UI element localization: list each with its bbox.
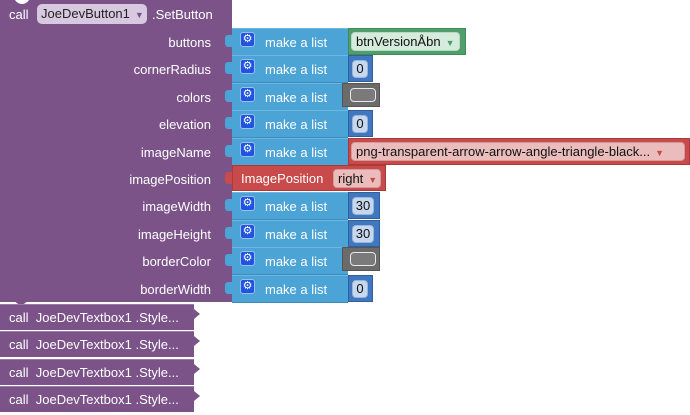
color-swatch[interactable] (350, 252, 376, 266)
component-dropdown[interactable]: btnVersionÅbn ▼ (351, 32, 460, 51)
make-a-list-label: make a list (265, 90, 328, 105)
gear-icon[interactable]: ⚙ (240, 142, 255, 157)
make-a-list-label: make a list (265, 35, 328, 50)
image-position-dropdown[interactable]: right ▼ (333, 169, 381, 188)
socket-connector (225, 117, 233, 129)
collapsed-textbox-style-call[interactable]: call JoeDevTextbox1 .Style... (0, 331, 200, 357)
gear-icon[interactable]: ⚙ (240, 251, 255, 266)
socket-connector (225, 227, 233, 239)
component-dropdown[interactable]: JoeDevButton1 ▼ (37, 4, 147, 24)
arg-label-buttons: buttons (168, 35, 211, 50)
gear-icon[interactable]: ⚙ (240, 224, 255, 239)
socket-connector (225, 172, 233, 184)
socket-connector (225, 199, 233, 211)
image-position-value: right (338, 171, 364, 186)
asset-dropdown[interactable]: png-transparent-arrow-arrow-angle-triang… (351, 142, 685, 161)
collapsed-textbox-style-call[interactable]: call JoeDevTextbox1 .Style... (0, 304, 200, 330)
block-bottom-notch (14, 301, 28, 306)
call-keyword: call (9, 7, 29, 22)
collapsed-jag-edge (194, 336, 200, 346)
collapsed-jag-edge (194, 309, 200, 319)
triangle-down-icon: ▼ (368, 175, 378, 185)
gear-icon[interactable]: ⚙ (240, 196, 255, 211)
make-a-list-label: make a list (265, 227, 328, 242)
arg-label-imageHeight: imageHeight (138, 227, 211, 242)
gear-icon[interactable]: ⚙ (240, 114, 255, 129)
make-a-list-label: make a list (265, 117, 328, 132)
socket-connector (225, 145, 233, 157)
component-name: JoeDevButton1 (41, 6, 130, 21)
collapsed-textbox-style-call[interactable]: call JoeDevTextbox1 .Style... (0, 386, 200, 412)
number-value[interactable]: 0 (352, 60, 368, 78)
make-a-list-label: make a list (265, 145, 328, 160)
triangle-down-icon: ▼ (655, 148, 664, 158)
triangle-down-icon: ▼ (134, 10, 144, 20)
number-value[interactable]: 0 (352, 115, 368, 133)
image-position-label: ImagePosition (241, 171, 324, 186)
arg-label-elevation: elevation (158, 117, 211, 132)
collapsed-jag-edge (194, 364, 200, 374)
gear-icon[interactable]: ⚙ (240, 279, 255, 294)
component-value: btnVersionÅbn (356, 34, 441, 49)
arg-label-borderWidth: borderWidth (140, 282, 211, 297)
arg-label-imageName: imageName (140, 145, 211, 160)
gear-icon[interactable]: ⚙ (240, 87, 255, 102)
arg-label-borderColor: borderColor (142, 254, 211, 269)
number-value[interactable]: 30 (352, 197, 374, 215)
block-top-notch (14, 0, 30, 4)
socket-connector (225, 282, 233, 294)
gear-icon[interactable]: ⚙ (240, 59, 255, 74)
setbutton-call-block[interactable] (0, 0, 232, 302)
number-value[interactable]: 0 (352, 280, 368, 298)
gear-icon[interactable]: ⚙ (240, 32, 255, 47)
socket-connector (225, 254, 233, 266)
make-a-list-label: make a list (265, 254, 328, 269)
arg-label-imageWidth: imageWidth (142, 199, 211, 214)
asset-value: png-transparent-arrow-arrow-angle-triang… (356, 144, 651, 159)
triangle-down-icon: ▼ (445, 38, 455, 48)
collapsed-call-label: call JoeDevTextbox1 .Style... (9, 310, 179, 325)
arg-label-imagePosition: imagePosition (129, 172, 211, 187)
socket-connector (225, 62, 233, 74)
collapsed-textbox-style-call[interactable]: call JoeDevTextbox1 .Style... (0, 359, 200, 385)
collapsed-jag-edge (194, 391, 200, 401)
arg-label-cornerRadius: cornerRadius (133, 62, 211, 77)
collapsed-call-label: call JoeDevTextbox1 .Style... (9, 392, 179, 407)
make-a-list-label: make a list (265, 62, 328, 77)
make-a-list-label: make a list (265, 282, 328, 297)
method-name: .SetButton (152, 7, 213, 22)
color-swatch[interactable] (350, 88, 376, 102)
socket-connector (225, 90, 233, 102)
make-a-list-label: make a list (265, 199, 328, 214)
arg-label-colors: colors (176, 90, 211, 105)
collapsed-call-label: call JoeDevTextbox1 .Style... (9, 337, 179, 352)
number-value[interactable]: 30 (352, 225, 374, 243)
socket-connector (225, 35, 233, 47)
collapsed-call-label: call JoeDevTextbox1 .Style... (9, 365, 179, 380)
